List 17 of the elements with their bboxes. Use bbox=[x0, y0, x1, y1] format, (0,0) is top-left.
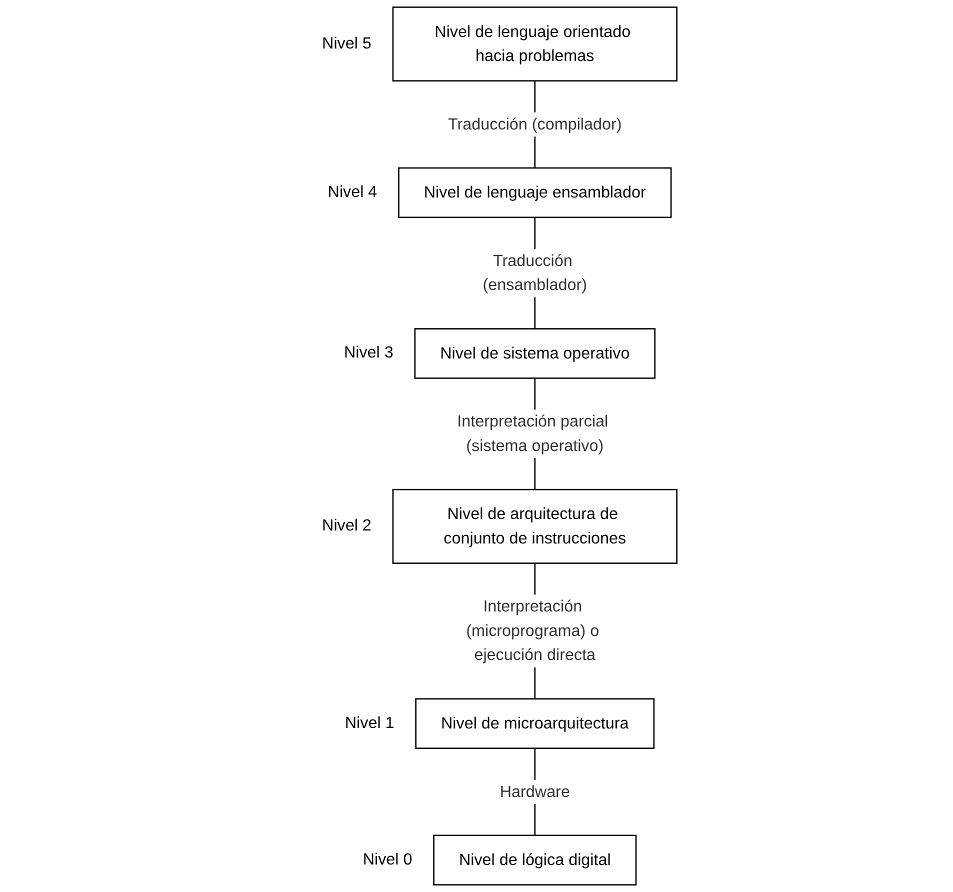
edge-label: Traducción (compilador) bbox=[448, 114, 622, 133]
edge-label: Interpretación parcial (sistema operativo) bbox=[457, 412, 608, 455]
node-box: Nivel de lógica digital bbox=[433, 834, 637, 886]
level-label: Nivel 1 bbox=[344, 714, 394, 732]
level-label: Nivel 0 bbox=[362, 850, 412, 868]
edge-label: Interpretación (microprograma) o ejecución directa bbox=[466, 597, 600, 664]
edge-label: Traducción (ensamblador) bbox=[482, 252, 588, 294]
node-box: Nivel de sistema operativo bbox=[414, 328, 656, 379]
level-label: Nivel 4 bbox=[328, 182, 378, 201]
level-label: Nivel 3 bbox=[344, 344, 394, 362]
edge-label: Hardware bbox=[500, 782, 570, 800]
node-box: Nivel de microarquitectura bbox=[415, 698, 655, 749]
node-box: Nivel de lenguaje ensamblador bbox=[398, 167, 672, 218]
level-label: Nivel 5 bbox=[322, 34, 372, 52]
level-label: Nivel 2 bbox=[322, 516, 372, 535]
node-box: Nivel de arquitectura de conjunto de instrucciones bbox=[392, 488, 678, 564]
node-box: Nivel de lenguaje orientado hacia problemas bbox=[392, 6, 678, 82]
